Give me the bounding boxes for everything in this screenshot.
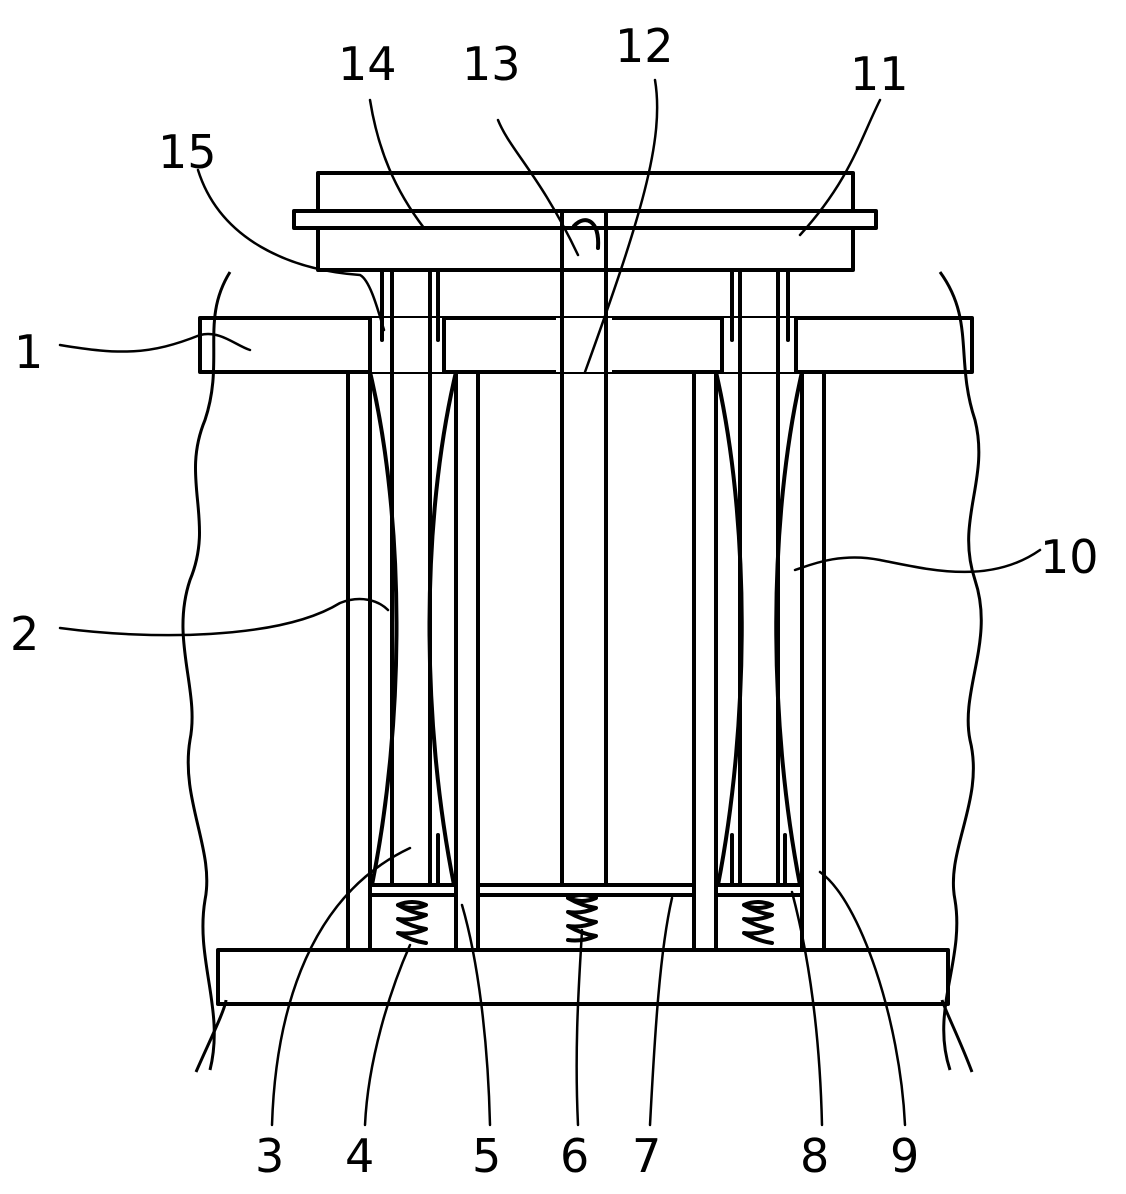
left-guide-sleeve: [346, 370, 480, 952]
right-break-line-outer: [938, 271, 983, 1071]
label-9: 9: [890, 1129, 919, 1183]
lower-floor-slab: [216, 948, 950, 1006]
label-12: 12: [615, 19, 674, 73]
left-leaf-springs: [368, 370, 458, 887]
right-spring-seat: [714, 883, 804, 952]
upper-floor-slab: [198, 316, 974, 374]
label-10: 10: [1040, 530, 1099, 584]
label-4: 4: [345, 1129, 374, 1183]
right-guide-sleeve: [692, 370, 826, 952]
right-leaf-springs: [714, 370, 804, 887]
label-7: 7: [632, 1129, 661, 1183]
label-3: 3: [255, 1129, 284, 1183]
leader-lines: [58, 78, 1042, 1127]
label-2: 2: [10, 607, 39, 661]
right-compression-spring: [742, 900, 774, 945]
label-13: 13: [462, 37, 521, 91]
center-compression-spring: [566, 893, 598, 943]
label-1: 1: [14, 325, 43, 379]
label-5: 5: [472, 1129, 501, 1183]
left-spring-seat: [368, 883, 458, 952]
center-plunger-rod: [560, 209, 608, 887]
label-14: 14: [338, 37, 397, 91]
label-8: 8: [800, 1129, 829, 1183]
label-15: 15: [158, 125, 217, 179]
left-break-line-outer: [181, 271, 232, 1071]
label-11: 11: [850, 47, 909, 101]
left-compression-spring: [396, 900, 428, 945]
label-6: 6: [560, 1129, 589, 1183]
